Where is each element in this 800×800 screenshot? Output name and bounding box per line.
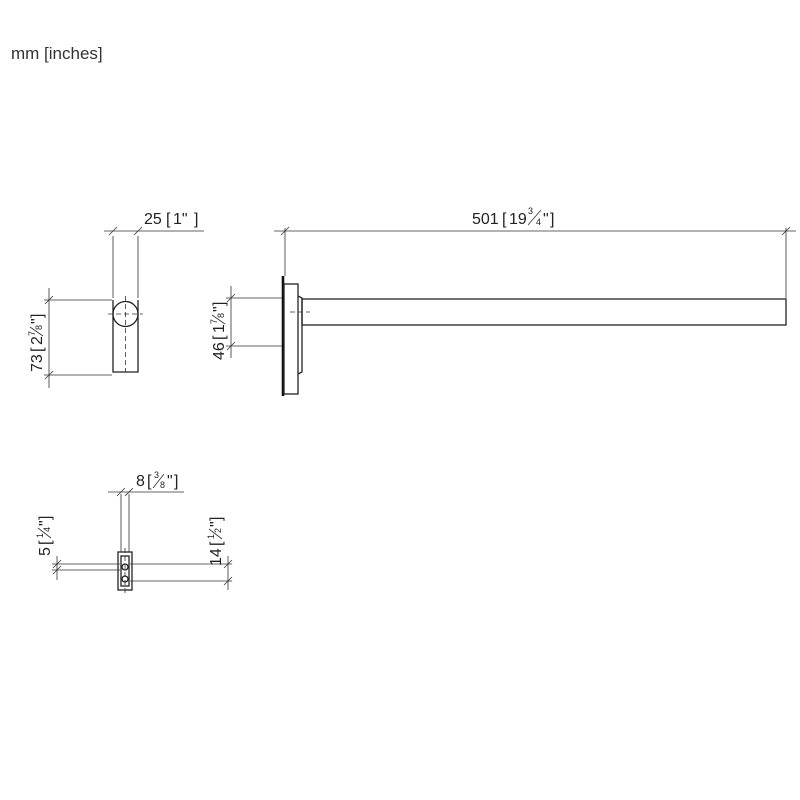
spout-height-inch-mark: " — [211, 306, 228, 312]
length-tick-left — [280, 226, 290, 236]
svg-text:]: ] — [29, 314, 46, 318]
hole-offset-tick-bottom — [52, 565, 62, 575]
height-mm: 73 — [29, 354, 46, 372]
svg-text:[: [ — [211, 335, 228, 340]
length-inch-den: 4 — [536, 217, 541, 227]
spout-height-label: 46 [ 1 7 8 " ] — [209, 302, 228, 360]
width-mm: 25 — [144, 211, 162, 228]
units-label: mm [inches] — [11, 44, 103, 63]
svg-text:]: ] — [550, 211, 554, 228]
slot-width-tick-right — [124, 487, 134, 497]
width-inch: 1" — [173, 211, 188, 228]
slot-width-inch-mark: " — [167, 473, 173, 490]
slot-height-label: 14 [ 1 2 " ] — [206, 517, 225, 566]
height-inch-whole: 2 — [29, 336, 46, 345]
length-inch-num: 3 — [528, 206, 533, 216]
width-tick-left — [108, 226, 118, 236]
slot-height-tick-bottom — [223, 576, 233, 586]
hole-offset-inch-mark: " — [37, 520, 54, 526]
length-inch-mark: " — [543, 211, 549, 228]
hole-offset-tick-top — [52, 559, 62, 569]
spout-height-inch-den: 8 — [216, 313, 226, 318]
front-view: 501 [ 19 3 4 " ] 46 [ 1 7 8 " ] — [209, 206, 796, 396]
spout-height-mm: 46 — [211, 342, 228, 360]
slot-width-mm: 8 — [136, 473, 145, 490]
height-tick-bottom — [44, 370, 54, 380]
length-tick-right — [781, 226, 791, 236]
svg-text:[: [ — [147, 473, 152, 490]
hole-offset-inch-den: 4 — [42, 527, 52, 532]
svg-text:]: ] — [211, 302, 228, 306]
spout-height-inch-whole: 1 — [211, 324, 228, 333]
slot-width-inch-den: 8 — [160, 480, 165, 490]
width-bracket-close: ] — [194, 211, 198, 228]
hole-offset-inch-num: 1 — [35, 533, 45, 538]
slot-width-tick-left — [116, 487, 126, 497]
svg-text:[: [ — [208, 541, 225, 546]
spout-tube — [301, 298, 787, 326]
escutcheon-bevel — [297, 295, 303, 375]
slot-height-tick-top — [223, 559, 233, 569]
height-inch-den: 8 — [34, 325, 44, 330]
svg-text:]: ] — [37, 516, 54, 520]
width-tick-right — [133, 226, 143, 236]
spout-height-tick-bottom — [226, 341, 236, 351]
width-bracket-open: [ — [166, 211, 171, 228]
escutcheon — [283, 283, 299, 395]
height-inch-mark: " — [29, 318, 46, 324]
length-inch-whole: 19 — [509, 211, 527, 228]
length-mm: 501 — [472, 211, 499, 228]
height-tick-top — [44, 295, 54, 305]
spout-height-inch-num: 7 — [209, 319, 219, 324]
slot-height-inch-num: 1 — [206, 534, 216, 539]
outlet-detail: 8 [ 3 8 " ] 5 [ 1 4 " ] 14 [ 1 — [35, 470, 233, 594]
slot-height-inch-den: 2 — [213, 528, 223, 533]
height-label: 73 [ 2 7 8 " ] — [27, 314, 46, 372]
svg-text:]: ] — [174, 473, 178, 490]
svg-text:[: [ — [502, 211, 507, 228]
side-view: 25 [ 1" ] 73 [ 2 7 8 " ] — [27, 211, 204, 388]
slot-width-inch-num: 3 — [154, 470, 159, 480]
slot-height-inch-mark: " — [208, 521, 225, 527]
spout-height-tick-top — [226, 293, 236, 303]
hole-offset-mm: 5 — [37, 547, 54, 556]
svg-text:[: [ — [37, 540, 54, 545]
hole-offset-label: 5 [ 1 4 " ] — [35, 516, 54, 556]
svg-text:[: [ — [29, 347, 46, 352]
slot-height-mm: 14 — [208, 548, 225, 566]
height-inch-num: 7 — [27, 331, 37, 336]
svg-text:]: ] — [208, 517, 225, 521]
